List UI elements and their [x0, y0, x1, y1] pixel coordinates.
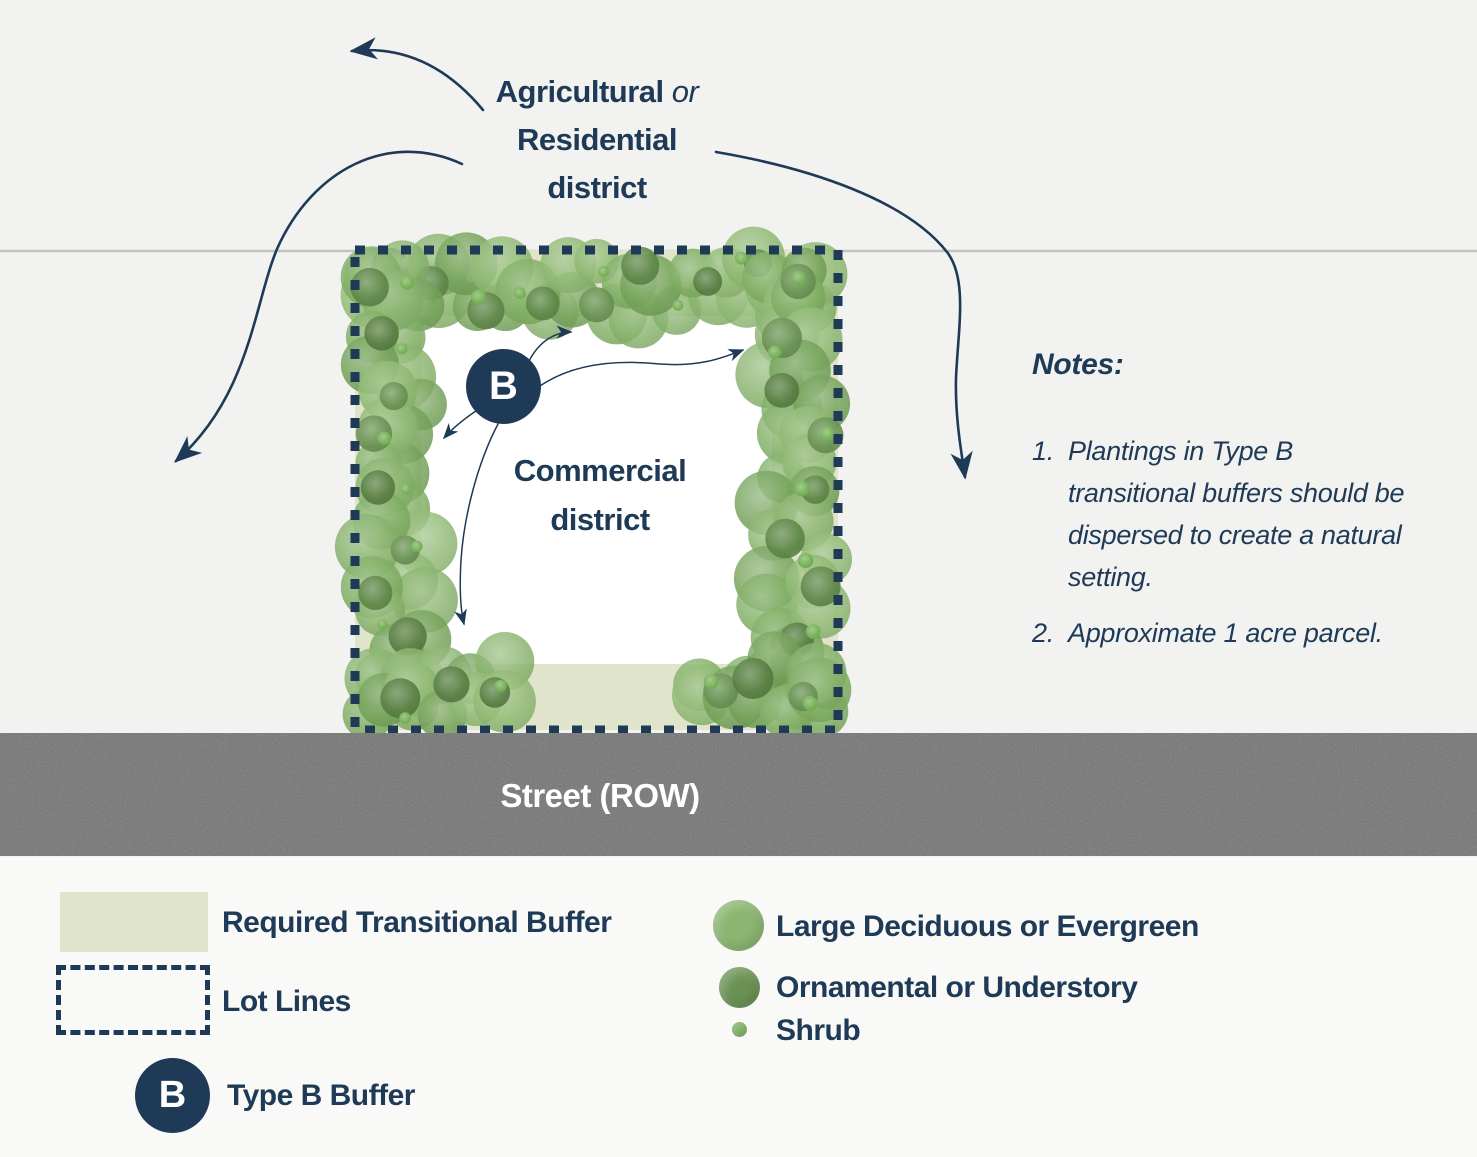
district-label-line1: Agricultural or — [397, 68, 797, 116]
commercial-label-line2: district — [550, 502, 650, 537]
required-buffer-label: Required Transitional Buffer — [222, 906, 612, 939]
type-b-pointer-arrows — [443, 325, 745, 626]
notes-heading: Notes: — [1032, 348, 1124, 381]
tree — [598, 266, 609, 277]
tree — [800, 566, 841, 607]
type-b-legend-letter: B — [158, 1074, 187, 1116]
street-row — [0, 733, 1477, 856]
tree — [805, 624, 821, 639]
tree — [360, 470, 396, 505]
adjacent-district-label: Agricultural or Residential district — [397, 68, 797, 212]
note-number: 1. — [1032, 436, 1054, 466]
tree — [768, 345, 782, 359]
ornamental-label: Ornamental or Understory — [776, 971, 1138, 1004]
large-tree-label: Large Deciduous or Evergreen — [776, 910, 1199, 943]
tree — [672, 300, 684, 311]
b-arrow-right-buffer — [539, 349, 745, 387]
tree — [801, 475, 830, 504]
large-tree-legend-icon — [713, 900, 764, 951]
district-label-line2: Residential — [517, 122, 677, 157]
tree — [411, 540, 423, 553]
district-label-conjunction: or — [663, 74, 699, 109]
tree — [761, 317, 803, 359]
arrow-to-lower-left-district — [174, 150, 464, 463]
ornamental-tree-legend-icon — [719, 967, 760, 1008]
tree — [399, 712, 411, 724]
arrow-to-right-district — [714, 150, 973, 480]
b-arrow-bottom-buffer — [454, 423, 499, 626]
district-label-bold: Agricultural — [495, 74, 664, 109]
tree — [621, 246, 660, 285]
tree — [400, 483, 411, 495]
district-label-line3: district — [547, 170, 647, 205]
lot-lines-swatch — [56, 965, 210, 1035]
tree — [525, 286, 560, 321]
notes-block: Notes: 1. Plantings in Type B transition… — [1032, 348, 1424, 668]
tree — [693, 267, 723, 296]
shrub-label: Shrub — [776, 1014, 861, 1047]
tree — [820, 426, 835, 442]
tree — [579, 287, 615, 323]
commercial-district-label: Commercial district — [450, 446, 750, 544]
tree — [802, 695, 818, 711]
tree — [377, 619, 388, 630]
shrub-legend-icon — [732, 1022, 747, 1037]
commercial-label-line1: Commercial — [513, 453, 687, 488]
parcel — [334, 226, 852, 740]
tree — [388, 617, 427, 656]
tree — [791, 270, 806, 286]
tree — [513, 287, 526, 299]
street-row-label: Street (ROW) — [500, 777, 700, 814]
tree — [764, 373, 800, 408]
tree — [396, 343, 408, 355]
lot-lines-label: Lot Lines — [222, 985, 351, 1018]
tree — [797, 552, 814, 569]
tree — [433, 666, 470, 703]
tree — [479, 677, 511, 708]
tree — [380, 678, 421, 719]
tree — [471, 289, 487, 305]
b-arrow-top-buffer — [528, 325, 573, 362]
type-b-buffer-legend-badge: B — [135, 1058, 210, 1133]
note-text: Approximate 1 acre parcel. — [1068, 618, 1383, 648]
tree — [735, 251, 748, 265]
note-number: 2. — [1032, 618, 1054, 648]
tree — [732, 658, 774, 699]
tree — [494, 679, 507, 693]
buffer-site-plan-svg — [0, 37, 1477, 856]
required-buffer-swatch — [60, 892, 208, 952]
tree — [350, 267, 389, 307]
tree — [377, 431, 391, 445]
tree — [400, 275, 414, 290]
tree — [364, 316, 399, 351]
tree — [358, 575, 393, 611]
buffer-planting-ring — [334, 226, 852, 740]
note-item-1: 1. Plantings in Type B transitional buff… — [1032, 430, 1424, 598]
lot-line — [350, 245, 843, 735]
tree — [703, 674, 719, 689]
tree — [379, 382, 408, 411]
note-item-2: 2. Approximate 1 acre parcel. — [1032, 612, 1424, 654]
type-b-buffer-badge: B — [466, 349, 541, 424]
tree — [794, 481, 810, 497]
annotation-arrows — [174, 37, 973, 626]
type-b-badge-letter: B — [489, 364, 518, 408]
arrow-to-upper-left-district — [349, 37, 485, 112]
type-b-buffer-label: Type B Buffer — [227, 1079, 415, 1112]
note-text: Plantings in Type B transitional buffers… — [1068, 436, 1405, 592]
tree — [765, 518, 805, 559]
